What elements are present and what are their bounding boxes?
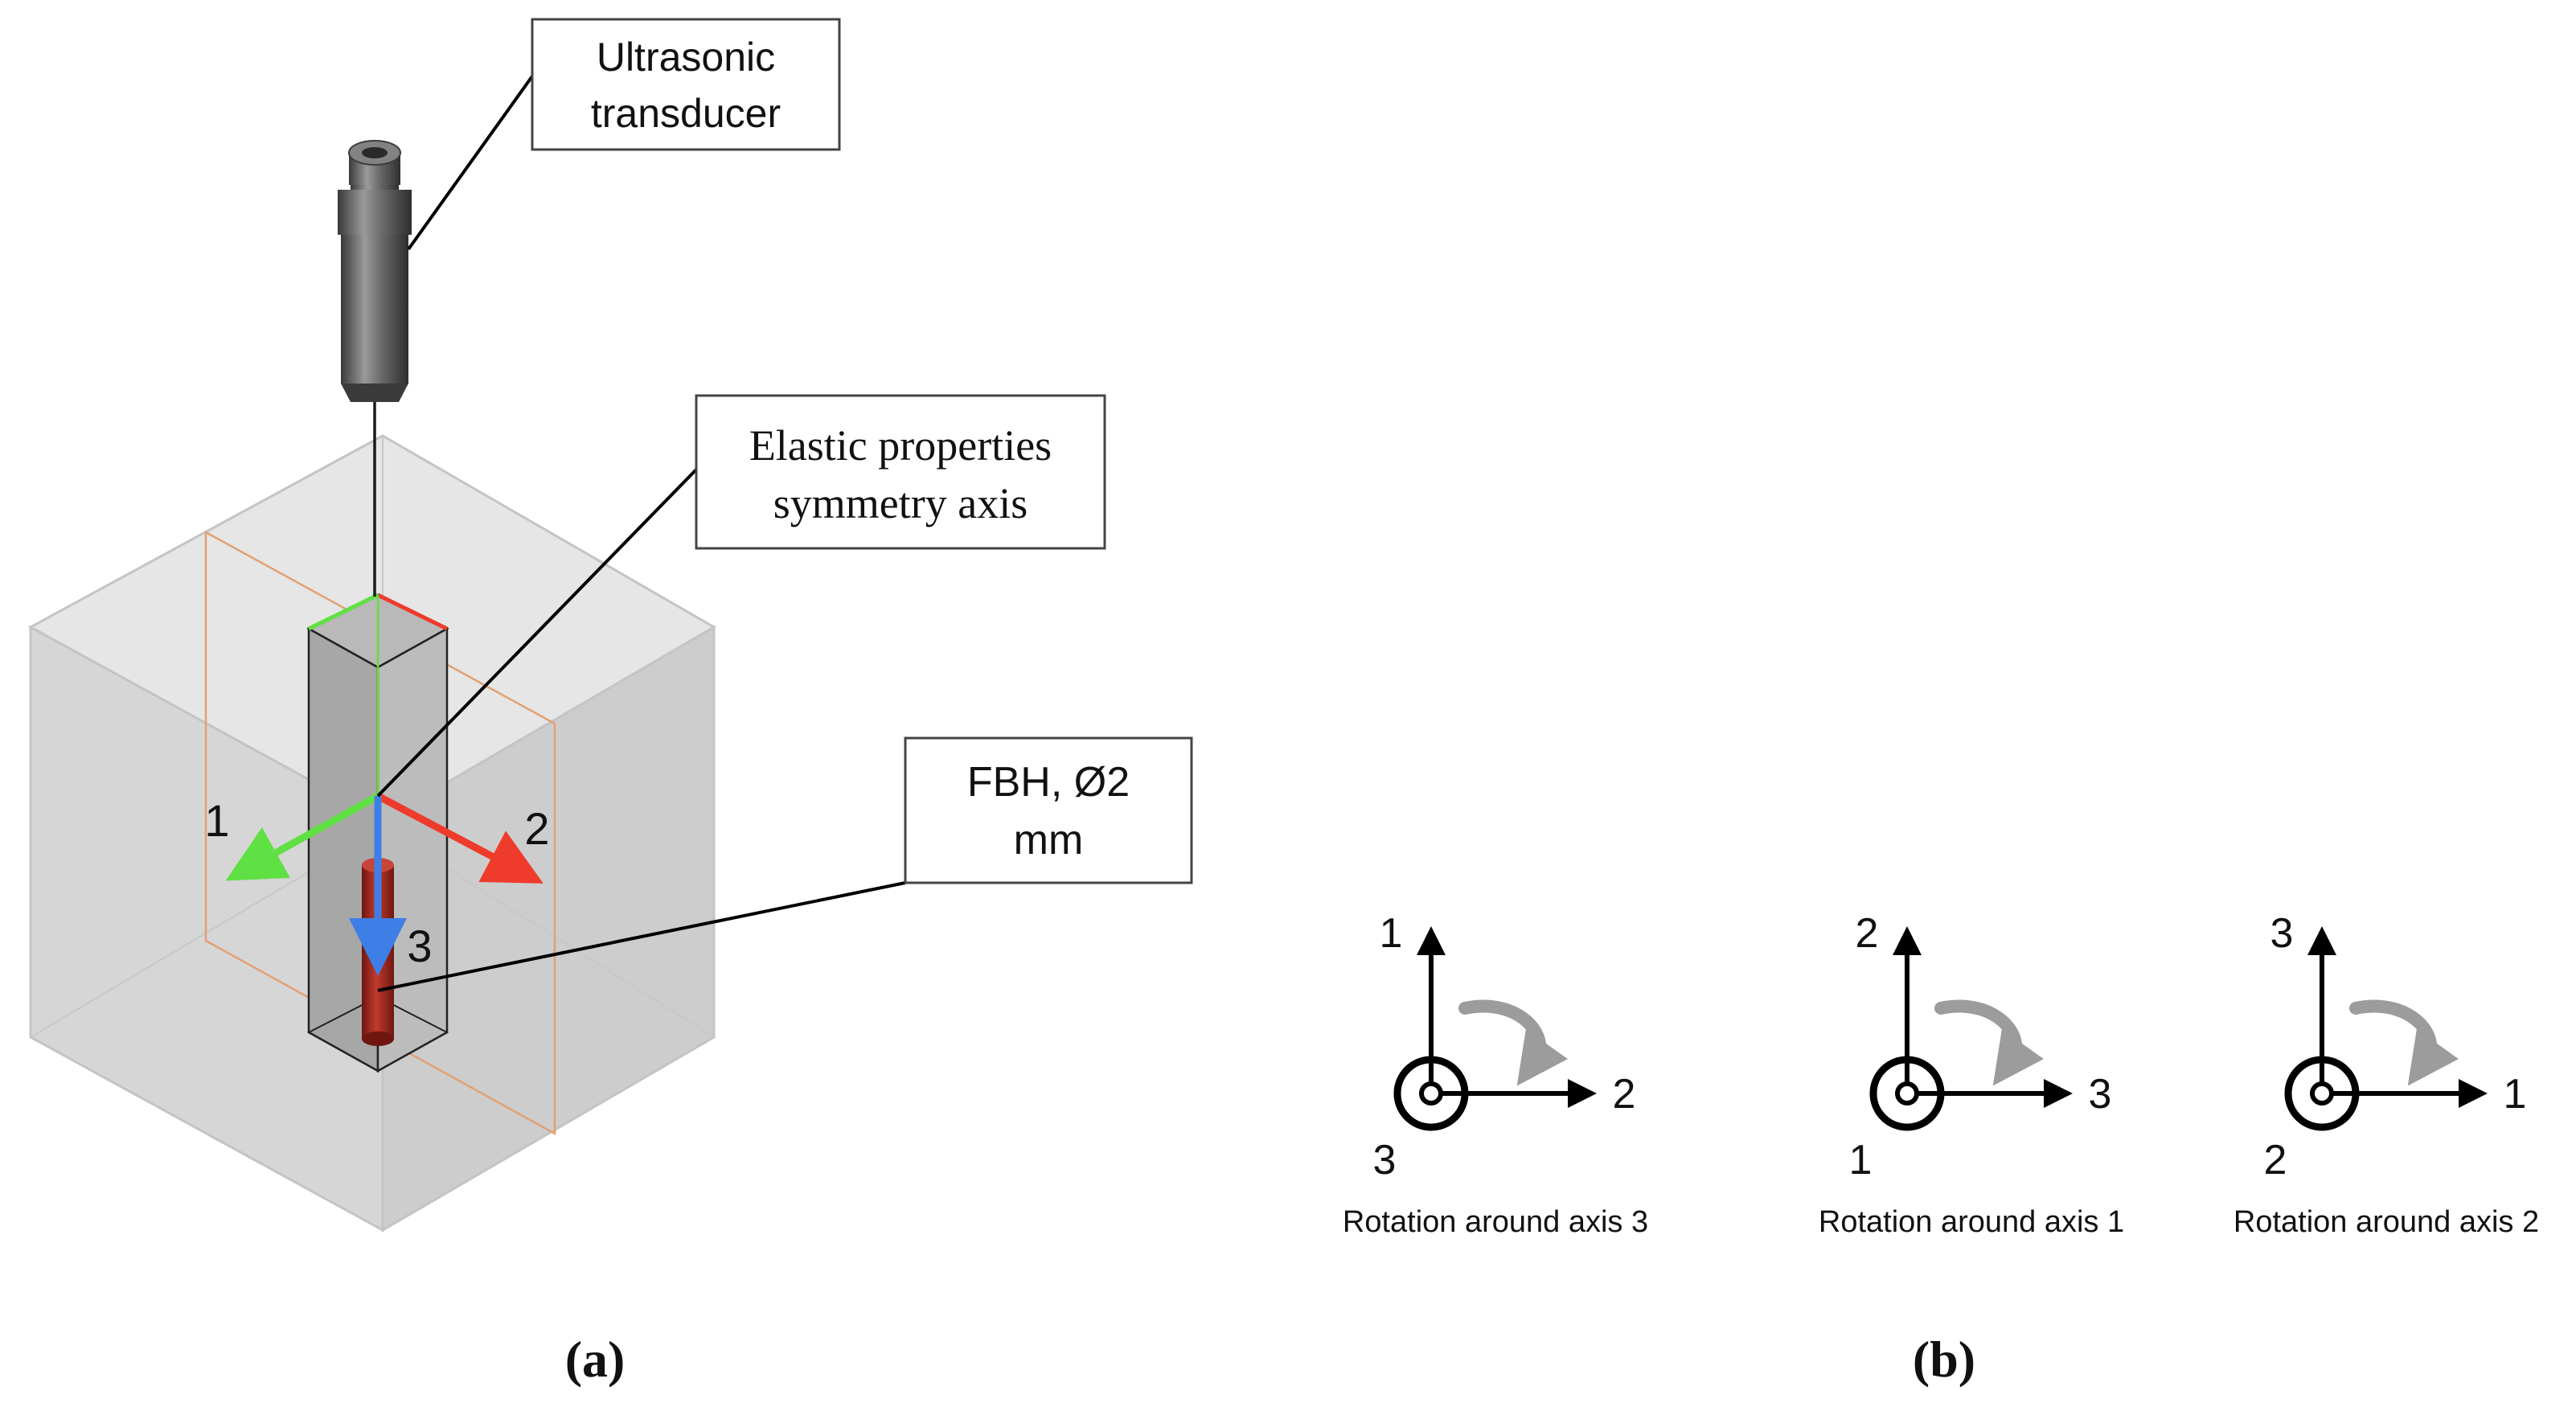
out-of-plane-axis-label: 2 [2264, 1137, 2287, 1183]
coordinate-axes: 1 2 3 [204, 793, 550, 976]
rotation-arrow-icon [1458, 999, 1568, 1086]
axis-3-label: 3 [407, 921, 432, 971]
caption-a: (a) [565, 1331, 626, 1388]
callout-symmetry-line1: Elastic properties [749, 421, 1052, 470]
vertical-axis-label: 3 [2270, 910, 2294, 957]
callout-transducer-line2: transducer [591, 91, 781, 136]
callout-symmetry-axis: Elastic properties symmetry axis [695, 394, 1106, 550]
out-of-plane-axis-outer-circle [1393, 1056, 1469, 1131]
vertical-axis-label: 1 [1380, 910, 1403, 957]
specimen-block [27, 434, 716, 1233]
out-of-plane-axis-dot [1895, 1081, 1919, 1106]
callout-symmetry-line2: symmetry axis [773, 479, 1028, 527]
rotation-caption: Rotation around axis 2 [2233, 1205, 2539, 1239]
axis-2-arrow [375, 793, 544, 884]
out-of-plane-axis-outer-circle [2284, 1056, 2360, 1131]
rotation-arrow-icon [1934, 999, 2044, 1086]
out-of-plane-axis-dot [1419, 1081, 1443, 1106]
rotation-caption: Rotation around axis 1 [1819, 1205, 2124, 1239]
axis-1-arrow [225, 793, 380, 881]
caption-b: (b) [1913, 1331, 1975, 1388]
callout-fbh-line2: mm [1014, 817, 1084, 863]
callout-fbh: FBH, Ø2 mm [904, 736, 1193, 884]
out-of-plane-axis-label: 3 [1373, 1137, 1397, 1183]
rotation-caption: Rotation around axis 3 [1343, 1205, 1648, 1239]
horizontal-axis-label: 1 [2504, 1071, 2527, 1118]
callout-transducer-line1: Ultrasonic [597, 35, 775, 80]
panel-a: 1 2 3 Ultrasonic transducer Elastic prop… [27, 18, 1193, 1388]
callout-transducer: Ultrasonic transducer [531, 18, 841, 151]
vertical-axis-label: 2 [1856, 910, 1879, 957]
leader-lines [376, 72, 906, 992]
axis-1-label: 1 [204, 795, 229, 846]
horizontal-axis-label: 2 [1613, 1071, 1636, 1118]
callout-fbh-line1: FBH, Ø2 [967, 759, 1130, 806]
out-of-plane-axis-outer-circle [1869, 1056, 1945, 1131]
axis-2-label: 2 [524, 803, 549, 854]
out-of-plane-axis-label: 1 [1849, 1137, 1873, 1183]
ultrasonic-transducer [338, 140, 412, 597]
horizontal-axis-label: 3 [2089, 1071, 2112, 1118]
out-of-plane-axis-dot [2310, 1081, 2334, 1106]
rotation-arrow-icon [2349, 999, 2459, 1086]
